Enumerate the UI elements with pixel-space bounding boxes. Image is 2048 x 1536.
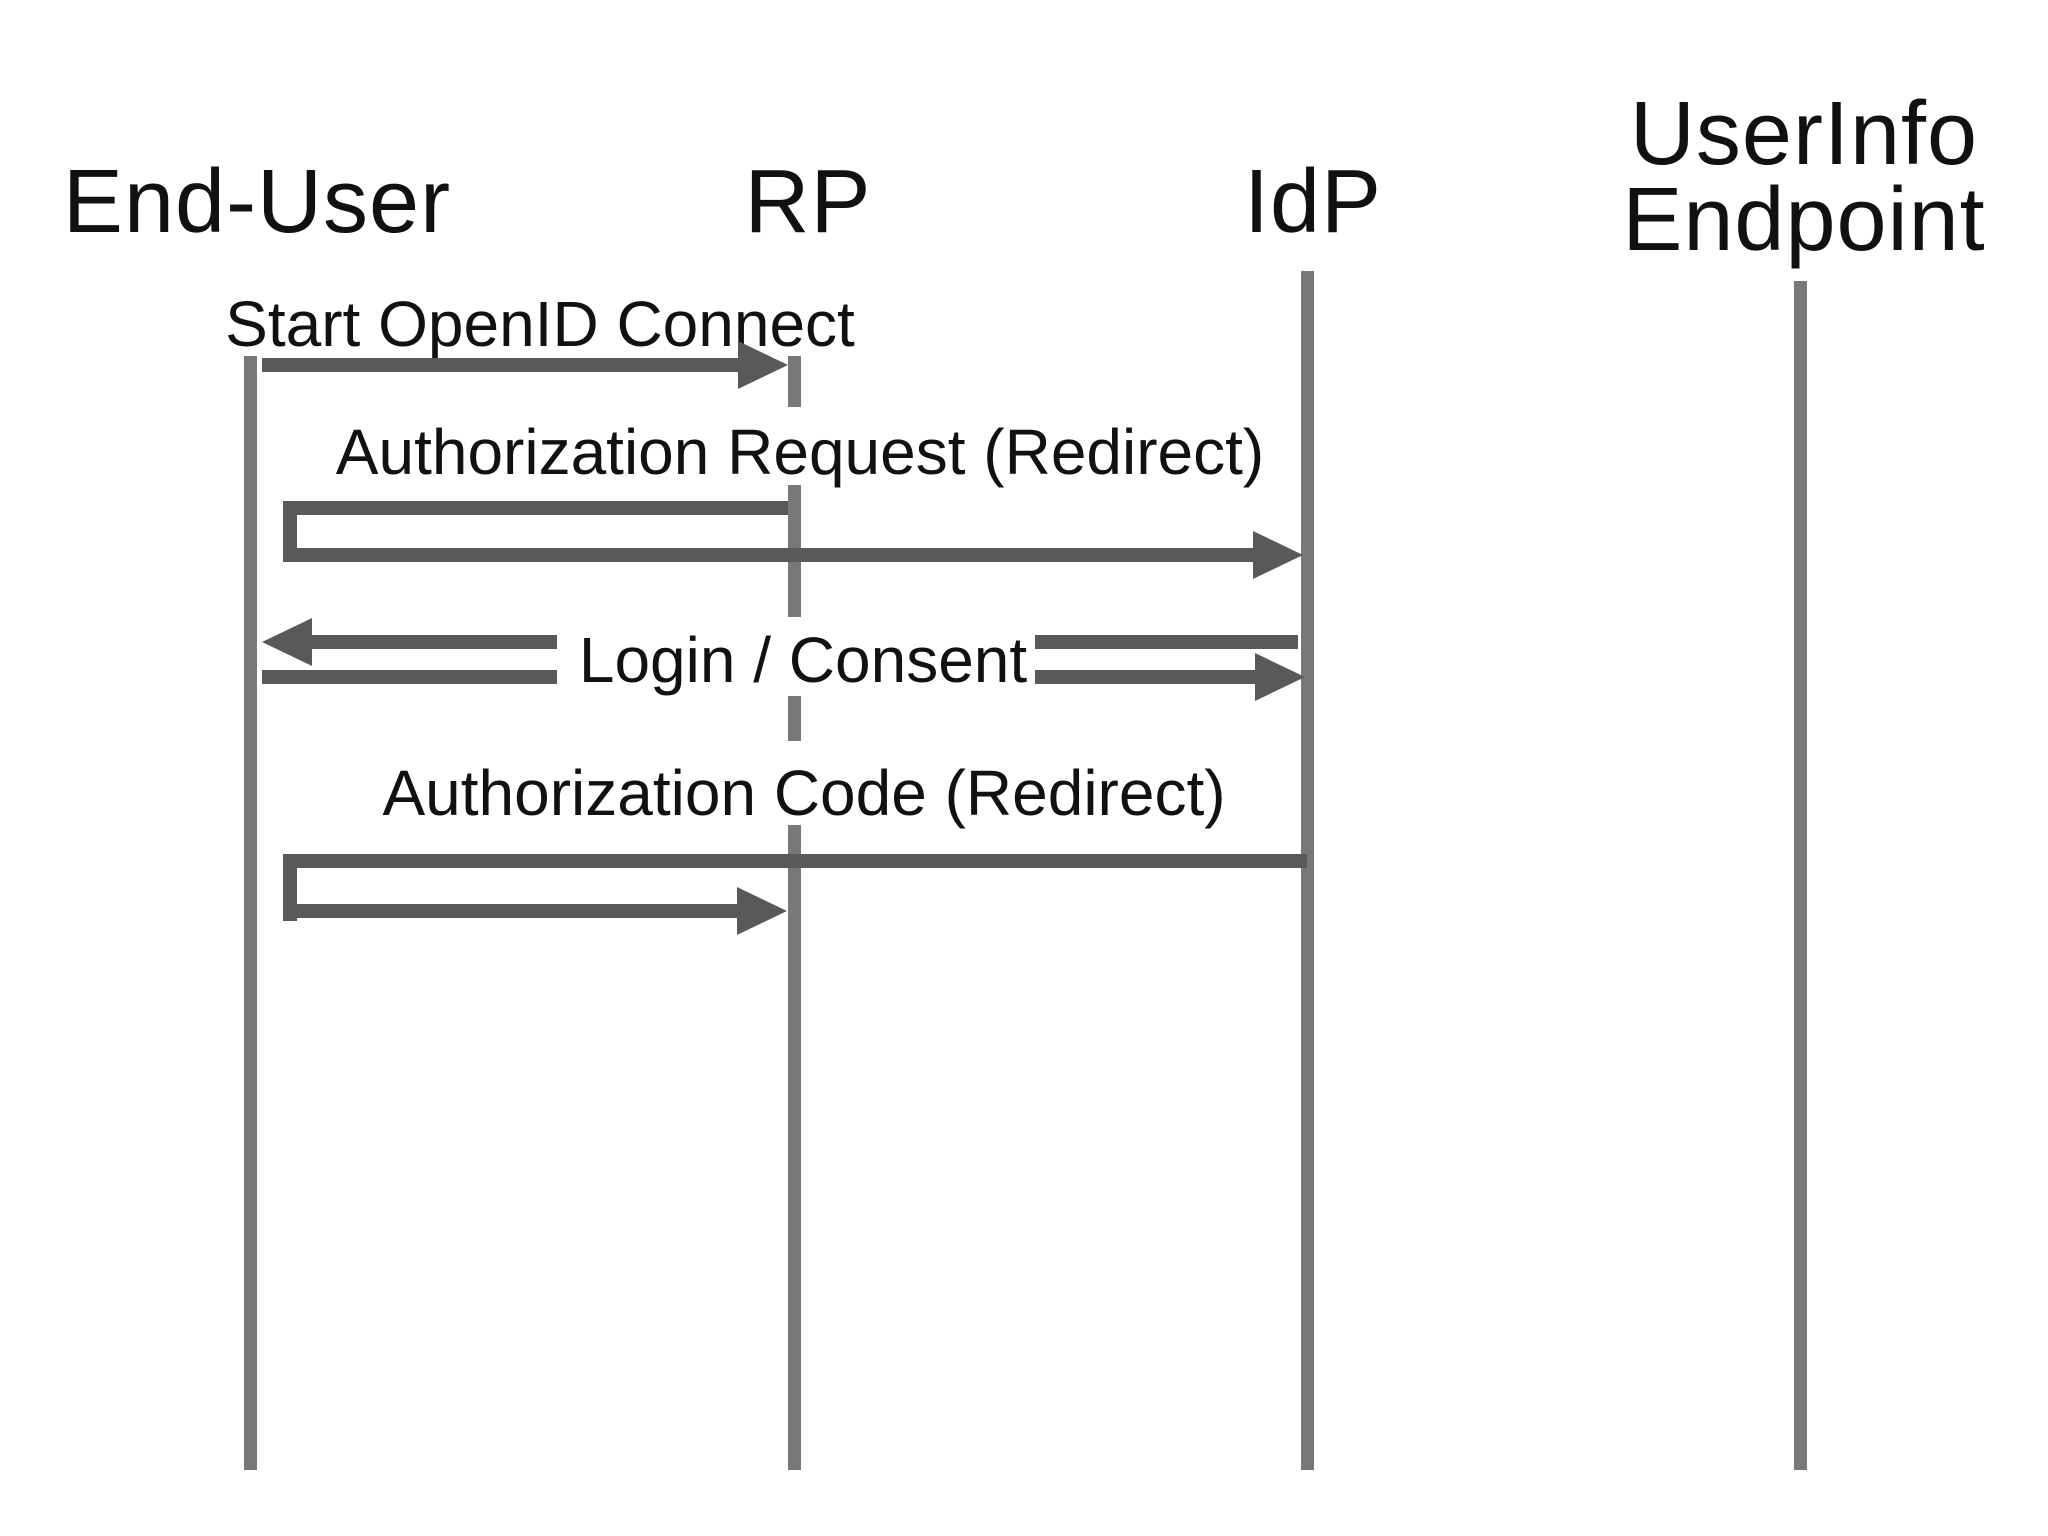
- authorization-request-arrow-turn: [283, 501, 297, 562]
- lifeline-rp-seg-0: [787, 339, 801, 407]
- lifeline-idp: [1300, 271, 1314, 1470]
- authorization-code-arrow-shaft: [283, 854, 1307, 868]
- participant-label-line: RP: [744, 152, 872, 252]
- authorization-code-arrowhead-right: [737, 887, 787, 935]
- message-label-login-consent: Login / Consent: [570, 628, 1036, 692]
- participant-label-line: IdP: [1243, 152, 1383, 252]
- participant-label-end-user: End-User: [62, 152, 452, 252]
- participant-label-line: Endpoint: [1622, 170, 1986, 270]
- login-consent-arrow-shaft: [1035, 670, 1257, 684]
- lifeline-rp-seg-2: [787, 696, 801, 741]
- login-consent-arrow-shaft: [262, 670, 557, 684]
- login-consent-arrow-shaft: [1035, 635, 1298, 649]
- participant-label-rp: RP: [744, 152, 872, 252]
- login-consent-arrow-shaft: [308, 635, 557, 649]
- message-label-authorization-request: Authorization Request (Redirect): [327, 420, 1273, 484]
- start-openid-connect-arrow-shaft: [262, 358, 740, 372]
- authorization-request-arrow-shaft: [283, 501, 788, 515]
- lifeline-userinfo-endpoint: [1793, 281, 1807, 1470]
- authorization-request-arrow-shaft: [283, 548, 1255, 562]
- participant-label-idp: IdP: [1243, 152, 1383, 252]
- login-consent-arrowhead-left: [262, 618, 312, 666]
- authorization-code-arrow-shaft: [283, 904, 737, 918]
- participant-label-line: UserInfo: [1629, 84, 1979, 184]
- login-consent-arrowhead-right: [1255, 653, 1305, 701]
- start-openid-connect-arrowhead-right: [738, 341, 788, 389]
- lifeline-rp-seg-3: [787, 817, 801, 1470]
- lifeline-end-user: [243, 340, 257, 1470]
- participant-label-line: End-User: [62, 152, 452, 252]
- message-label-authorization-code: Authorization Code (Redirect): [374, 761, 1234, 825]
- authorization-request-arrowhead-right: [1253, 531, 1303, 579]
